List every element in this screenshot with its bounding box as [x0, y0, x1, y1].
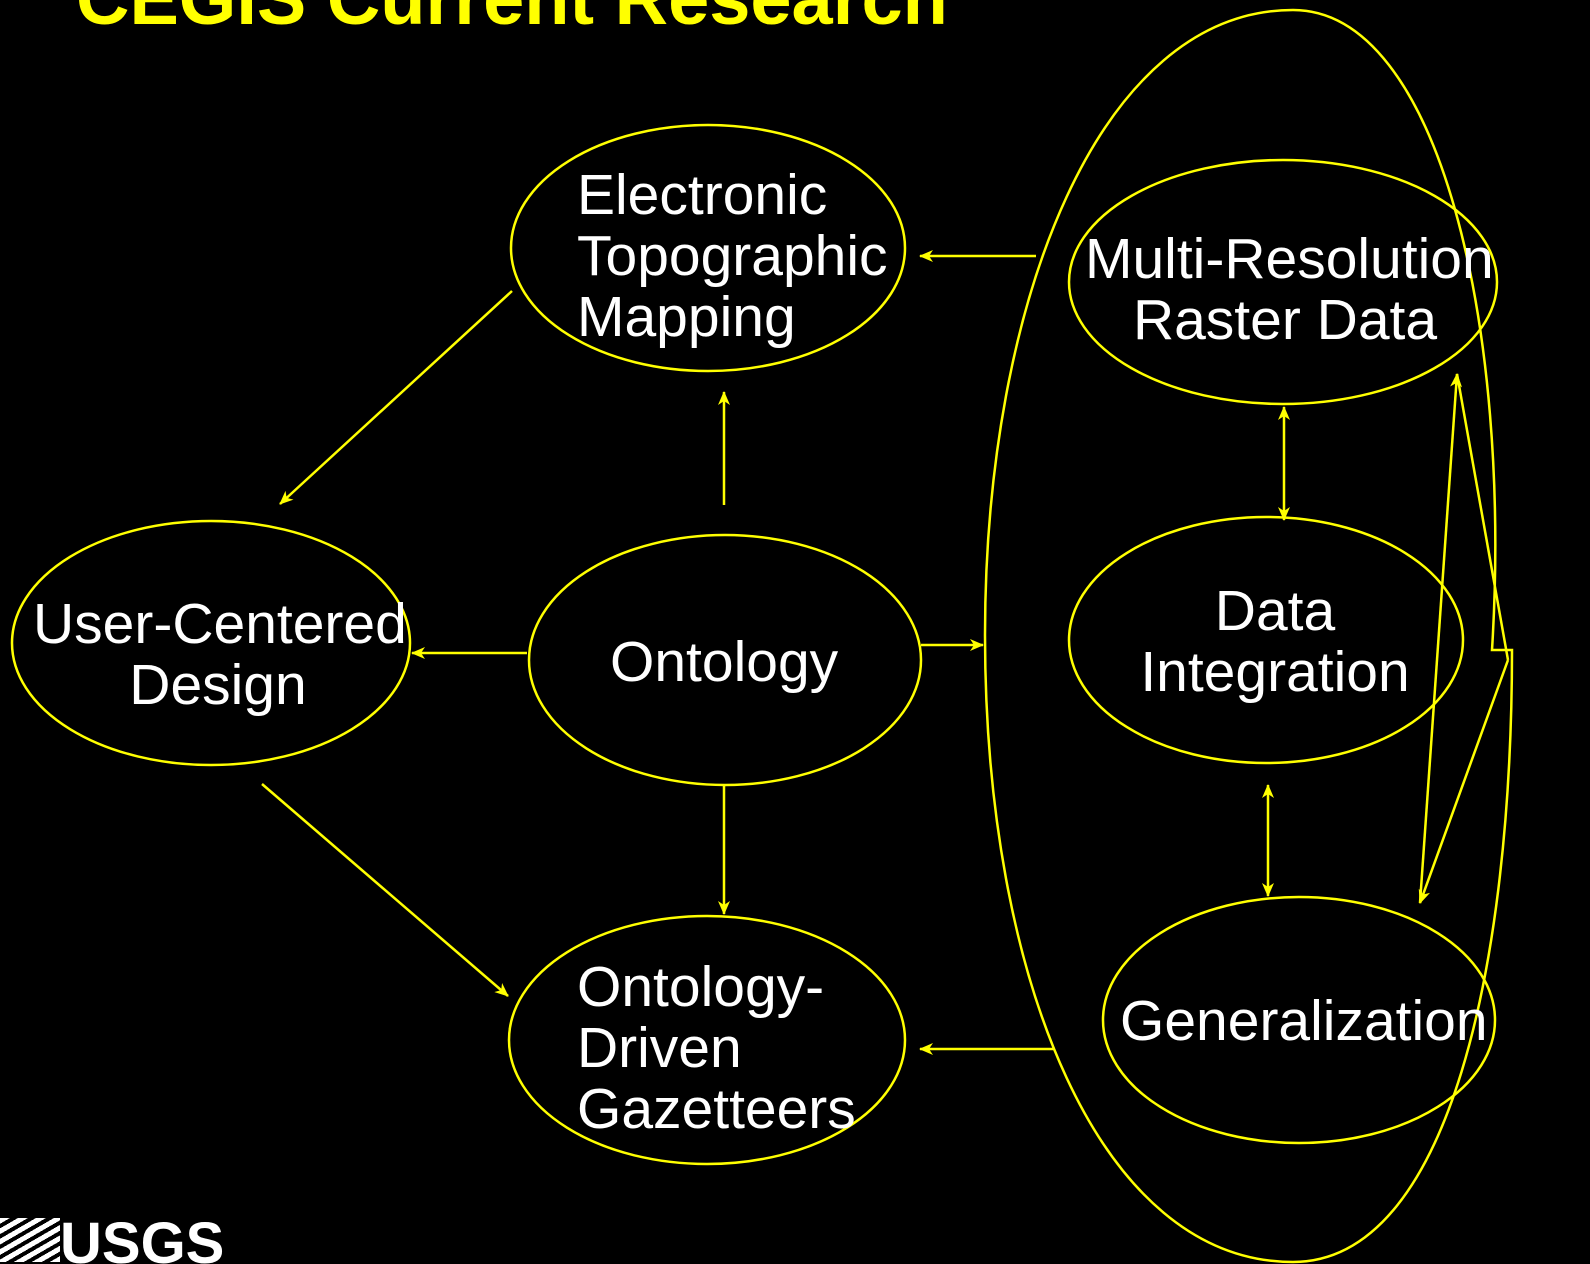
node-user-centered-design: User-Centered Design [33, 592, 407, 717]
node-label-line: Ontology- [577, 955, 825, 1019]
node-label-line: Generalization [1120, 989, 1488, 1053]
edge-user-centered-to-gazetteers [261, 783, 509, 997]
node-label-line: Gazetteers [577, 1077, 856, 1141]
node-shape-ontology-driven-gazetteers [507, 914, 907, 1166]
node-ontology: Ontology [610, 632, 838, 693]
node-electronic-topographic-mapping: Electronic Topographic Mapping [577, 165, 888, 348]
usgs-logo-text: USGS [60, 1211, 225, 1264]
node-label-line: Driven [577, 1016, 742, 1080]
node-label-line: Multi-Resolution [1085, 227, 1494, 291]
node-label-line: Electronic [577, 163, 828, 227]
node-data-integration: Data Integration [1120, 581, 1430, 703]
group-enclosure-ellipse [983, 8, 1514, 1264]
node-label-line: User-Centered [33, 592, 407, 656]
node-shape-electronic-topographic-mapping [509, 123, 907, 373]
node-generalization: Generalization [1120, 991, 1488, 1052]
node-multi-resolution-raster-data: Multi-Resolution Raster Data [1085, 227, 1494, 352]
node-label-line: Raster Data [1132, 288, 1438, 352]
node-shape-data-integration [1067, 515, 1465, 765]
node-shape-generalization [1101, 895, 1497, 1145]
node-shape-user-centered-design [10, 519, 412, 767]
edge-raster-generalization-lower [1455, 373, 1510, 661]
node-label-line: Integration [1140, 640, 1410, 704]
usgs-wave-icon [0, 1218, 60, 1262]
node-label-line: Ontology [610, 630, 839, 694]
edge-raster-generalization [1418, 373, 1463, 904]
node-label-line: Mapping [577, 285, 796, 349]
slide-title: CEGIS Current Research [76, 0, 948, 36]
node-shape-ontology [527, 533, 923, 787]
node-label-line: Data [1214, 579, 1336, 643]
node-label-line: Topographic [577, 224, 888, 288]
node-label-line: Design [129, 653, 307, 717]
edge-raster-generalization-tail [1418, 659, 1510, 904]
node-shape-multi-resolution-raster-data [1067, 158, 1499, 406]
edge-electronic-mapping-to-user-centered [279, 290, 513, 505]
node-ontology-driven-gazetteers: Ontology- Driven Gazetteers [577, 957, 856, 1140]
usgs-logo: USGS [0, 1209, 224, 1264]
